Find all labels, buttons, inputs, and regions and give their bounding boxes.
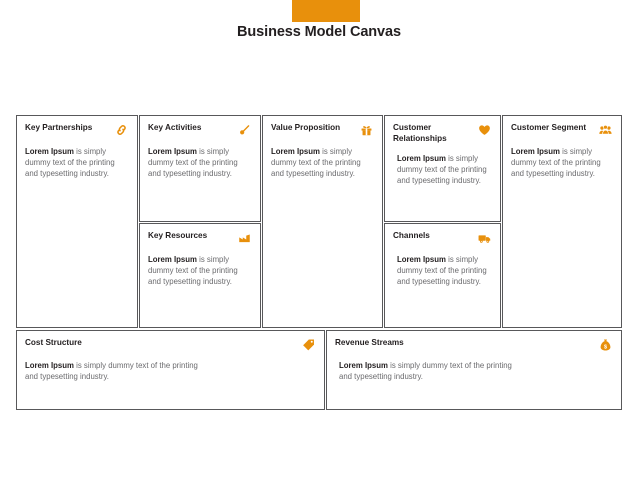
chain-link-icon xyxy=(117,125,126,135)
block-text-rest: is simply dummy text of the printing and… xyxy=(511,147,601,179)
block-text-lead: Lorem Ipsum xyxy=(25,147,74,156)
block-cost-structure[interactable]: Cost Structure Lorem Ipsum is simply dum… xyxy=(16,330,325,410)
rocket-icon xyxy=(240,125,250,135)
block-text-lead: Lorem Ipsum xyxy=(148,147,197,156)
block-text-lead: Lorem Ipsum xyxy=(271,147,320,156)
block-text: Lorem Ipsum is simply dummy text of the … xyxy=(25,146,129,179)
block-title: Cost Structure xyxy=(25,338,82,347)
block-text-lead: Lorem Ipsum xyxy=(148,255,197,264)
block-header: Value Proposition xyxy=(271,123,374,137)
block-header: Channels xyxy=(393,231,492,245)
block-title: Customer Relationships xyxy=(393,123,447,143)
factory-icon xyxy=(239,234,250,243)
block-text-rest: is simply dummy text of the printing and… xyxy=(339,361,512,382)
block-key-partnerships[interactable]: Key Partnerships Lorem Ipsum is simply d… xyxy=(16,115,138,328)
block-key-activities[interactable]: Key Activities Lorem Ipsum is simply dum… xyxy=(139,115,261,222)
block-title: Revenue Streams xyxy=(335,338,404,347)
block-text-rest: is simply dummy text of the printing and… xyxy=(25,147,115,179)
block-header: Key Partnerships xyxy=(25,123,129,137)
block-text: Lorem Ipsum is simply dummy text of the … xyxy=(397,153,492,186)
block-text-rest: is simply dummy text of the printing and… xyxy=(148,255,238,287)
block-revenue-streams[interactable]: Revenue Streams $ Lorem Ipsum is simply … xyxy=(326,330,622,410)
block-text: Lorem Ipsum is simply dummy text of the … xyxy=(25,360,210,382)
block-channels[interactable]: Channels Lorem Ipsum is simply dummy tex… xyxy=(384,223,501,328)
block-header: Key Activities xyxy=(148,123,252,137)
block-text-rest: is simply dummy text of the printing and… xyxy=(148,147,238,179)
block-value-proposition[interactable]: Value Proposition Lorem Ipsum is simply … xyxy=(262,115,383,328)
block-text: Lorem Ipsum is simply dummy text of the … xyxy=(148,146,252,179)
users-group-icon xyxy=(599,124,612,135)
block-title: Customer Segment xyxy=(511,123,587,132)
block-text: Lorem Ipsum is simply dummy text of the … xyxy=(339,360,524,382)
block-title: Key Activities xyxy=(148,123,202,132)
block-customer-segment[interactable]: Customer Segment Lorem Ipsum is simply d… xyxy=(502,115,622,328)
money-bag-icon: $ xyxy=(600,339,611,351)
svg-text:$: $ xyxy=(604,345,607,351)
block-header: Key Resources xyxy=(148,231,252,245)
block-header: Revenue Streams $ xyxy=(335,338,613,352)
delivery-truck-icon xyxy=(478,235,491,243)
block-title: Key Partnerships xyxy=(25,123,93,132)
block-key-resources[interactable]: Key Resources Lorem Ipsum is simply dumm… xyxy=(139,223,261,328)
block-text-lead: Lorem Ipsum xyxy=(25,361,74,370)
block-header: Customer Segment xyxy=(511,123,613,137)
block-text-lead: Lorem Ipsum xyxy=(511,147,560,156)
heart-icon xyxy=(479,125,490,135)
block-text-lead: Lorem Ipsum xyxy=(397,255,446,264)
block-text: Lorem Ipsum is simply dummy text of the … xyxy=(397,254,492,287)
block-title: Key Resources xyxy=(148,231,208,240)
block-text-rest: is simply dummy text of the printing and… xyxy=(271,147,361,179)
block-text-rest: is simply dummy text of the printing and… xyxy=(397,255,487,287)
page-title: Business Model Canvas xyxy=(237,24,401,40)
block-title: Channels xyxy=(393,231,430,240)
block-text: Lorem Ipsum is simply dummy text of the … xyxy=(511,146,613,179)
price-tag-icon xyxy=(303,339,314,351)
block-text-rest: is simply dummy text of the printing and… xyxy=(397,154,487,186)
gift-icon xyxy=(361,126,372,136)
block-text-rest: is simply dummy text of the printing and… xyxy=(25,361,198,382)
block-text: Lorem Ipsum is simply dummy text of the … xyxy=(271,146,374,179)
block-text-lead: Lorem Ipsum xyxy=(397,154,446,163)
business-model-canvas-grid: Key Partnerships Lorem Ipsum is simply d… xyxy=(16,115,622,410)
block-title: Value Proposition xyxy=(271,123,341,132)
block-text-lead: Lorem Ipsum xyxy=(339,361,388,370)
block-text: Lorem Ipsum is simply dummy text of the … xyxy=(148,254,252,287)
block-customer-relationships[interactable]: Customer Relationships Lorem Ipsum is si… xyxy=(384,115,501,222)
block-header: Customer Relationships xyxy=(393,123,492,144)
header-accent-bar xyxy=(292,0,360,22)
block-header: Cost Structure xyxy=(25,338,316,352)
